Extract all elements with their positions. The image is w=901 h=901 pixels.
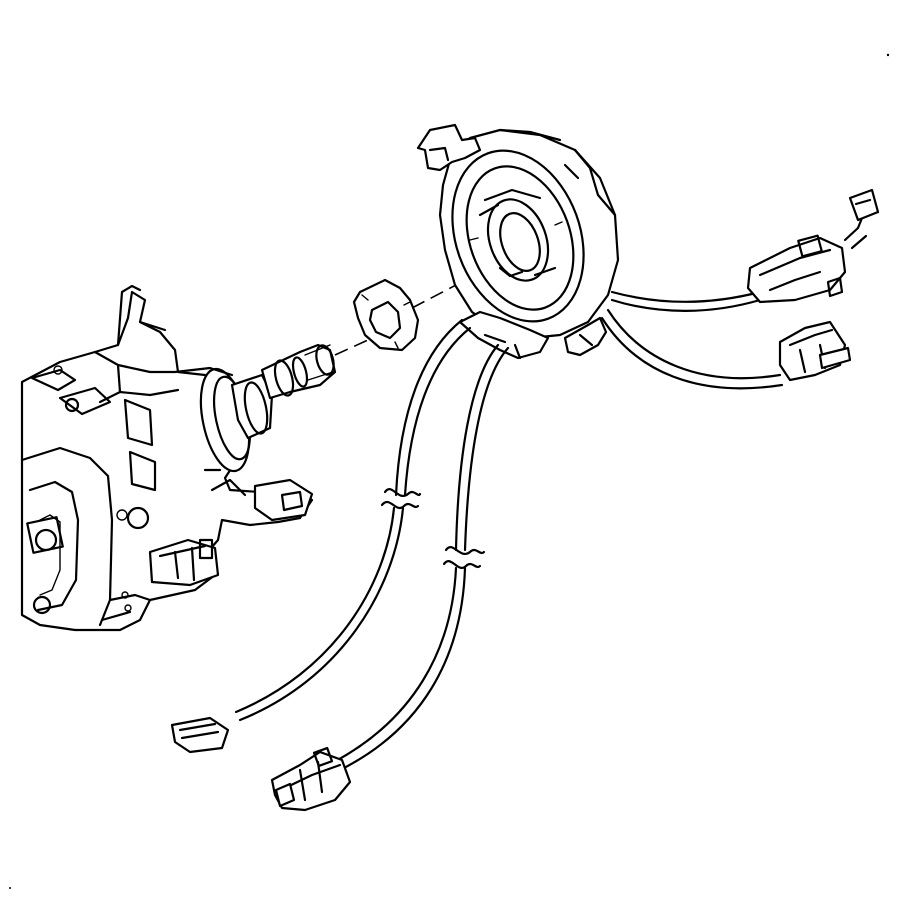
upper-harness: [610, 188, 880, 312]
speck-mark-2: [9, 887, 11, 889]
assembly-centerline-1: [334, 339, 369, 356]
column-shaft: [173, 343, 337, 473]
middle-harness: [600, 308, 852, 390]
lower-harness-right: [270, 343, 510, 812]
retainer-washer: [352, 278, 420, 352]
clock-spring-coil: [416, 123, 620, 360]
speck-mark: [886, 53, 890, 57]
lower-harness-left: [170, 318, 472, 754]
steering-column-housing: [20, 284, 314, 632]
